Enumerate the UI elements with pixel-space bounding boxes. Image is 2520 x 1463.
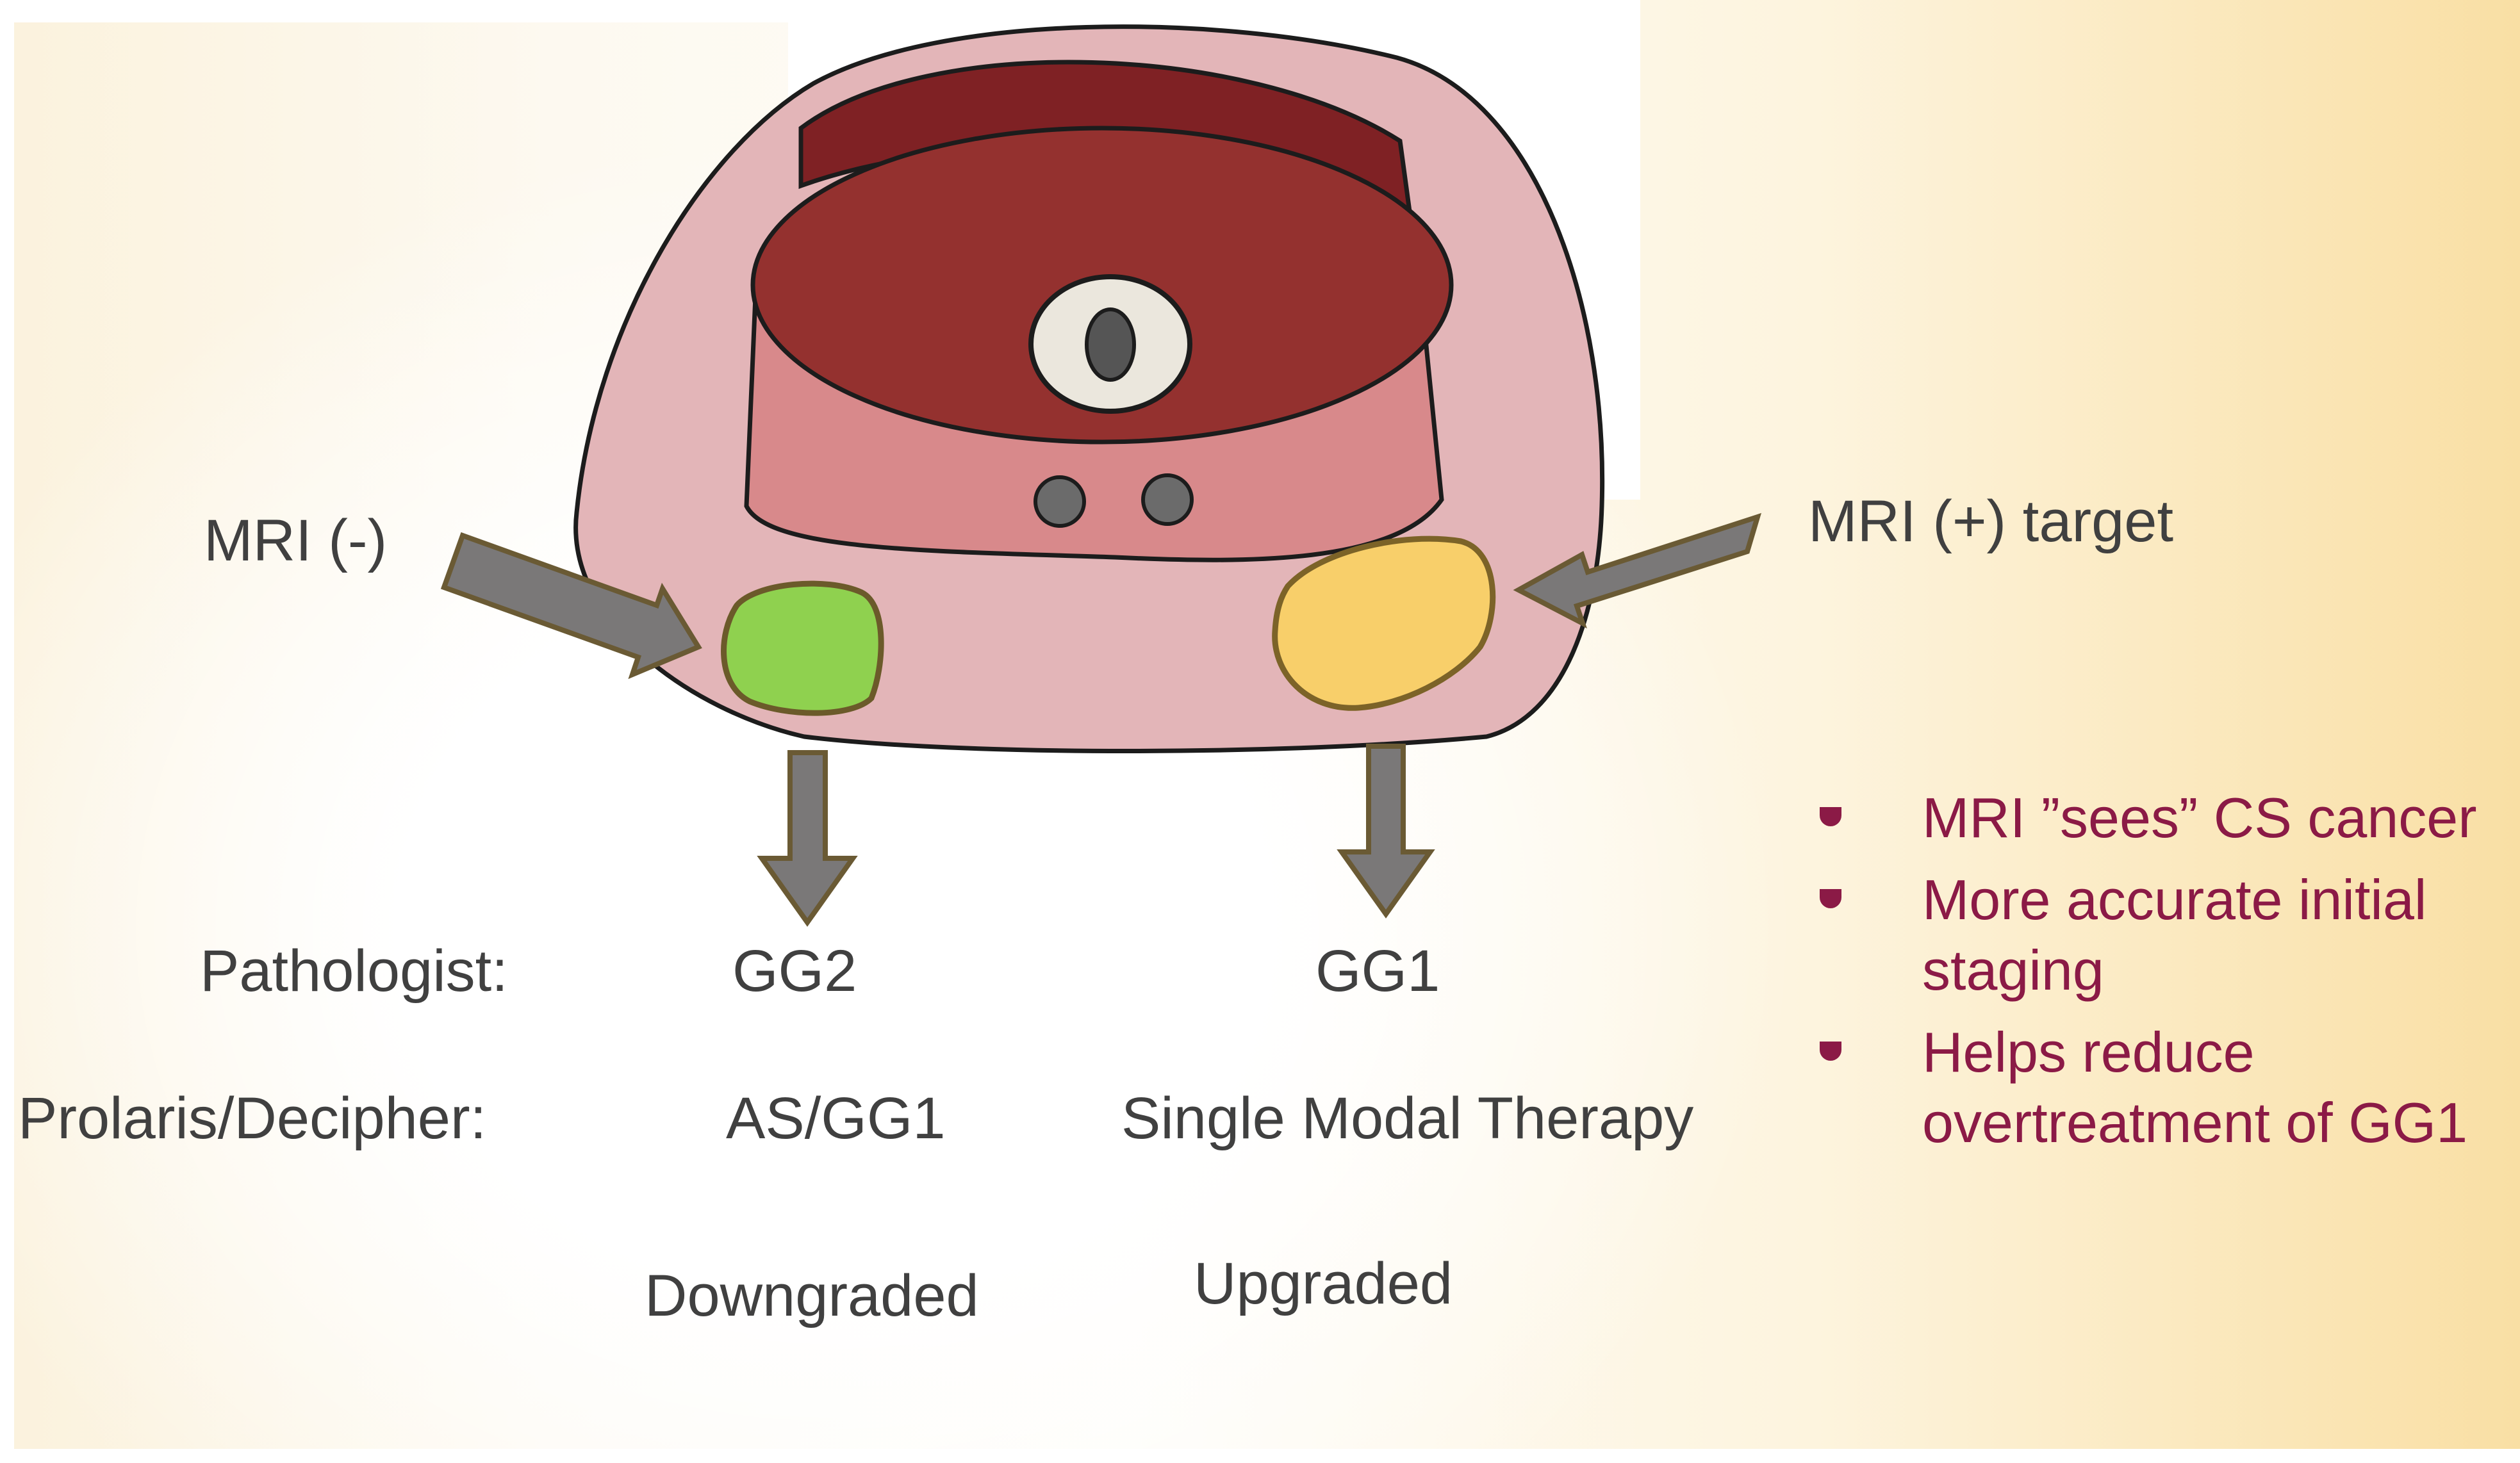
white-border	[0, 1449, 2520, 1463]
mri-negative-label: MRI (-)	[204, 508, 388, 573]
pathologist-grade-right: GG1	[1315, 938, 1440, 1004]
bullet-icon	[1820, 1042, 1841, 1061]
key-points-list: MRI ”sees” CS cancer More accurate initi…	[1820, 783, 2518, 1170]
arrow-down-right-icon	[1337, 744, 1435, 919]
urethra-lumen-icon	[1085, 307, 1136, 382]
bullet-item: MRI ”sees” CS cancer	[1820, 783, 2518, 853]
bullet-item: Helps reduce overtreatment of GG1	[1820, 1017, 2518, 1158]
pathologist-label: Pathologist:	[200, 938, 508, 1004]
bullet-icon	[1820, 889, 1841, 908]
arrow-mri-positive-icon	[1513, 512, 1761, 629]
mri-positive-lesion	[1272, 535, 1496, 711]
bullet-item: More accurate initial staging	[1820, 865, 2518, 1006]
ejaculatory-duct-icon	[1141, 473, 1194, 526]
outcome-right: Upgraded	[1194, 1251, 1453, 1316]
outcome-left: Downgraded	[645, 1263, 979, 1328]
white-border	[0, 0, 14, 1463]
bullet-text: MRI ”sees” CS cancer	[1922, 786, 2477, 849]
prolaris-label: Prolaris/Decipher:	[18, 1086, 487, 1151]
prolaris-result-left: AS/GG1	[726, 1086, 946, 1151]
white-panel	[0, 0, 807, 22]
arrow-mri-negative-icon	[440, 532, 702, 680]
bullet-text: Helps reduce overtreatment of GG1	[1922, 1020, 2468, 1154]
mri-negative-lesion	[721, 580, 884, 716]
prolaris-result-right: Single Modal Therapy	[1121, 1086, 1694, 1151]
pathologist-grade-left: GG2	[732, 938, 857, 1004]
ejaculatory-duct-icon	[1034, 475, 1086, 528]
arrow-down-left-icon	[757, 750, 858, 927]
mri-positive-label: MRI (+) target	[1808, 489, 2174, 554]
bullet-text: More accurate initial staging	[1922, 868, 2427, 1002]
bullet-icon	[1820, 807, 1841, 826]
